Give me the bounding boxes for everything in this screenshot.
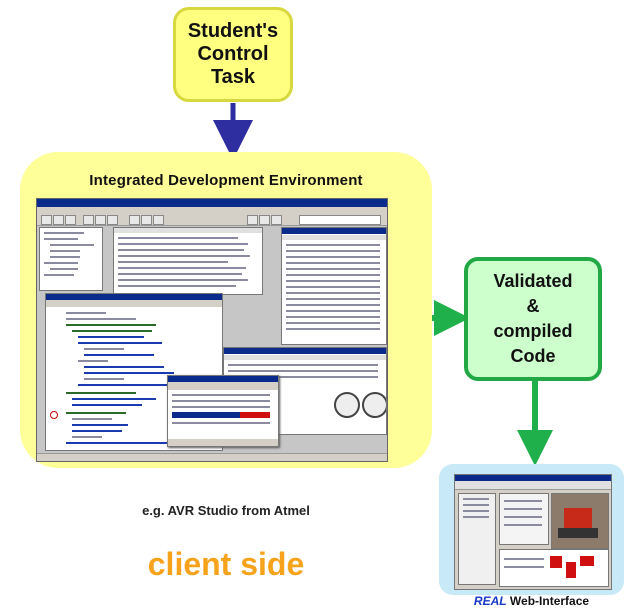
ide-titlebar — [37, 199, 387, 207]
ide-screenshot — [36, 198, 388, 462]
validated-line-3: compiled — [493, 321, 573, 341]
real-label: REAL — [473, 594, 507, 608]
web-interface-label: REAL Web-Interface — [439, 594, 624, 608]
example-caption: e.g. AVR Studio from Atmel — [142, 503, 310, 518]
validated-line-1: Validated — [493, 271, 573, 291]
task-line-3: Task — [210, 66, 256, 88]
ide-statusbar — [37, 453, 387, 461]
ide-toolbar — [37, 213, 387, 226]
validated-line-2: & — [526, 296, 540, 316]
task-line-1: Student's — [187, 20, 279, 42]
ide-io-view-pane — [281, 227, 387, 345]
ide-watch-dialog — [167, 375, 279, 447]
ide-title: Integrated Development Environment — [89, 172, 363, 189]
ide-project-tree — [39, 227, 103, 291]
student-task-box: Student's Control Task — [173, 7, 293, 102]
task-line-2: Control — [197, 43, 269, 65]
ide-disassembly-pane — [113, 227, 263, 295]
web-interface-text: Web-Interface — [506, 594, 590, 608]
client-side-label: client side — [147, 546, 305, 582]
validated-code-box: Validated & compiled Code — [464, 257, 602, 381]
validated-line-4: Code — [510, 346, 556, 366]
robot-image — [551, 493, 609, 549]
web-interface-screenshot — [454, 474, 612, 590]
